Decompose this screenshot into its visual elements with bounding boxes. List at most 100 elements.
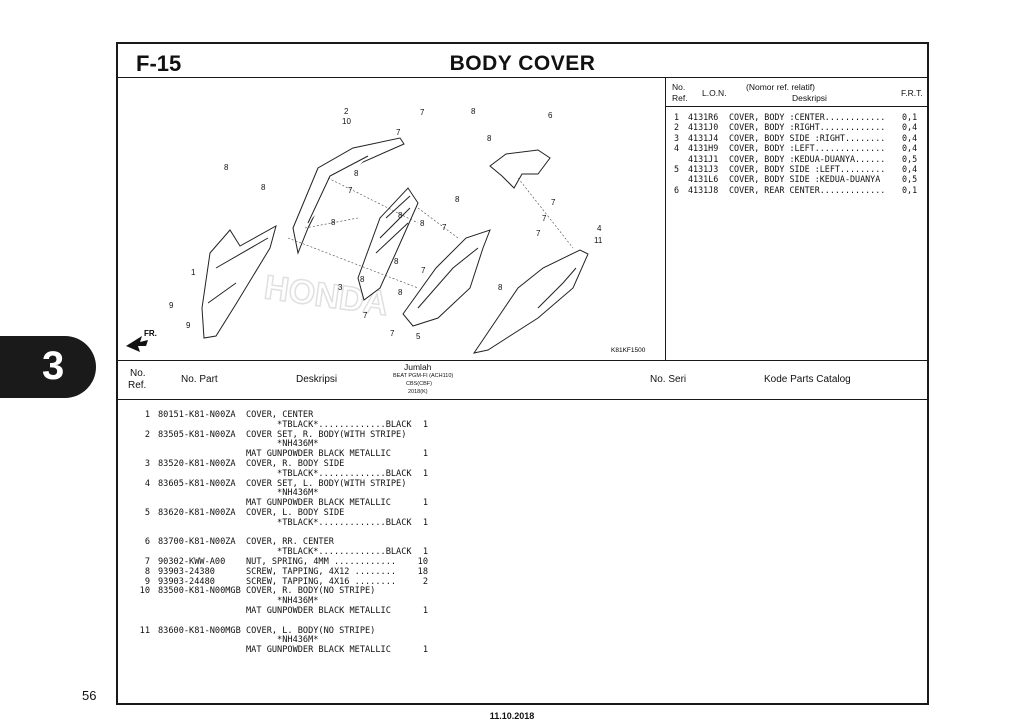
callout-7: 7 bbox=[536, 229, 541, 238]
parts-row-description: *TBLACK*.............BLACK bbox=[246, 468, 412, 479]
list-header-jumlah: Jumlah bbox=[404, 362, 432, 372]
reference-row-lon: 4131J8 bbox=[688, 184, 719, 195]
callout-1: 1 bbox=[191, 268, 196, 277]
reference-row-desc: COVER, BODY SIDE :KEDUA-DUANYA bbox=[729, 174, 881, 185]
parts-row-quantity: 1 bbox=[422, 498, 428, 509]
right-body-side-part bbox=[357, 187, 419, 301]
reference-row-lon: 4131J0 bbox=[688, 122, 719, 133]
list-header-no: No. bbox=[130, 368, 146, 379]
reference-row-no: 5 bbox=[674, 163, 680, 174]
parts-row-description: MAT GUNPOWDER BLACK METALLIC bbox=[246, 498, 391, 509]
parts-row-part-number: 83600-K81-N00MGB bbox=[158, 625, 241, 636]
callout-9: 9 bbox=[169, 301, 174, 310]
parts-row-ref: 8 bbox=[144, 566, 150, 577]
reference-row-lon: 4131J1 bbox=[688, 153, 719, 164]
left-body-cover-part bbox=[472, 249, 589, 354]
callout-6: 6 bbox=[548, 111, 553, 120]
callout-8: 8 bbox=[455, 195, 460, 204]
parts-row-ref: 2 bbox=[144, 429, 150, 440]
list-header-deskripsi: Deskripsi bbox=[296, 374, 338, 385]
reference-row-frt: 0,5 bbox=[902, 153, 918, 164]
reference-row-frt: 0,1 bbox=[902, 112, 918, 122]
callout-labels: 2 10 7 7 8 6 8 8 8 8 7 8 7 8 8 8 7 7 7 4 bbox=[169, 107, 603, 341]
reference-row-frt: 0,1 bbox=[902, 184, 918, 195]
callout-8: 8 bbox=[394, 257, 399, 266]
callout-8: 8 bbox=[487, 134, 492, 143]
callout-7: 7 bbox=[396, 128, 401, 137]
parts-row-part-number: 83700-K81-N00ZA bbox=[158, 537, 236, 548]
callout-7: 7 bbox=[442, 223, 447, 232]
reference-row-frt: 0,5 bbox=[902, 174, 918, 185]
reference-row-no: 6 bbox=[674, 184, 680, 195]
parts-row-description: COVER, RR. CENTER bbox=[246, 537, 334, 548]
reference-row-frt: 0,4 bbox=[902, 132, 918, 143]
parts-row-description: *TBLACK*.............BLACK bbox=[246, 547, 412, 558]
parts-row-description: *NH436M* bbox=[246, 635, 319, 646]
callout-8: 8 bbox=[420, 219, 425, 228]
rear-center-cover-part bbox=[489, 149, 551, 189]
reference-row-no: 2 bbox=[674, 122, 680, 133]
reference-row-desc: COVER, BODY :KEDUA-DUANYA...... bbox=[729, 153, 886, 164]
callout-2: 2 bbox=[344, 107, 349, 116]
parts-row-description: *NH436M* bbox=[246, 596, 319, 607]
page-header: F-15 BODY COVER bbox=[118, 44, 927, 78]
reference-table-header: No. Ref. L.O.N. (Nomor ref. relatif) Des… bbox=[666, 78, 929, 107]
callout-8: 8 bbox=[261, 183, 266, 192]
reference-row-frt: 0,4 bbox=[902, 163, 918, 174]
parts-row-description: COVER SET, L. BODY(WITH STRIPE) bbox=[246, 478, 407, 489]
parts-row-quantity: 1 bbox=[422, 645, 428, 656]
callout-8: 8 bbox=[498, 283, 503, 292]
reference-row-desc: COVER, BODY SIDE :LEFT......... bbox=[729, 163, 886, 174]
parts-row-description: MAT GUNPOWDER BLACK METALLIC bbox=[246, 645, 391, 656]
callout-8: 8 bbox=[354, 169, 359, 178]
list-header-ref: Ref. bbox=[128, 380, 147, 391]
callout-8: 8 bbox=[360, 275, 365, 284]
parts-row-description: *TBLACK*.............BLACK bbox=[246, 419, 412, 430]
reference-row: 4131J1 COVER, BODY :KEDUA-DUANYA...... 0,5 bbox=[674, 154, 922, 164]
reference-row-desc: COVER, BODY SIDE :RIGHT........ bbox=[729, 132, 886, 143]
parts-row-quantity: 1 bbox=[422, 419, 428, 430]
parts-row-quantity: 1 bbox=[422, 606, 428, 616]
parts-row-quantity: 10 bbox=[417, 557, 428, 567]
parts-row-description: *NH436M* bbox=[246, 488, 319, 499]
parts-row-description: COVER, R. BODY SIDE bbox=[246, 459, 345, 469]
section-tab: 3 bbox=[0, 336, 96, 398]
callout-7: 7 bbox=[348, 186, 353, 195]
left-body-side-part bbox=[402, 229, 491, 327]
parts-row-description: COVER SET, R. BODY(WITH STRIPE) bbox=[246, 429, 407, 440]
callout-7: 7 bbox=[390, 329, 395, 338]
parts-row-description: MAT GUNPOWDER BLACK METALLIC bbox=[246, 606, 391, 616]
parts-list-header: No. Ref. No. Part Deskripsi Jumlah BEAT … bbox=[118, 360, 927, 400]
figure-code: F-15 bbox=[136, 51, 182, 76]
parts-row-ref: 9 bbox=[144, 576, 150, 587]
publication-date: 11.10.2018 bbox=[489, 711, 535, 721]
parts-row-ref: 4 bbox=[144, 478, 150, 489]
parts-row-quantity: 1 bbox=[422, 517, 428, 528]
callout-10: 10 bbox=[342, 117, 351, 126]
reference-row-desc: COVER, BODY :LEFT.............. bbox=[729, 143, 886, 154]
callout-8: 8 bbox=[331, 218, 336, 227]
parts-row-ref: 7 bbox=[144, 557, 150, 567]
callout-8: 8 bbox=[398, 211, 403, 220]
parts-row-part-number: 93903-24480 bbox=[158, 576, 215, 587]
parts-row-description: SCREW, TAPPING, 4X16 ........ bbox=[246, 576, 397, 587]
parts-row-quantity: 1 bbox=[422, 547, 428, 558]
callout-3: 3 bbox=[338, 283, 343, 292]
reference-row-frt: 0,4 bbox=[902, 122, 918, 133]
reference-row-no: 4 bbox=[674, 143, 680, 154]
list-header-part: No. Part bbox=[181, 374, 218, 385]
reference-row-desc: COVER, BODY :CENTER............ bbox=[729, 112, 886, 122]
list-header-model2: CBS(CBF) bbox=[406, 381, 432, 387]
parts-row-description: COVER, R. BODY(NO STRIPE) bbox=[246, 586, 376, 597]
parts-row-description: COVER, CENTER bbox=[246, 410, 314, 420]
reference-row-lon: 4131H9 bbox=[688, 143, 719, 154]
parts-row-part-number: 93903-24380 bbox=[158, 566, 215, 577]
callout-8: 8 bbox=[224, 163, 229, 172]
parts-row-part-number: 83620-K81-N00ZA bbox=[158, 508, 236, 518]
diagram-drawing: HONDA bbox=[126, 107, 646, 354]
